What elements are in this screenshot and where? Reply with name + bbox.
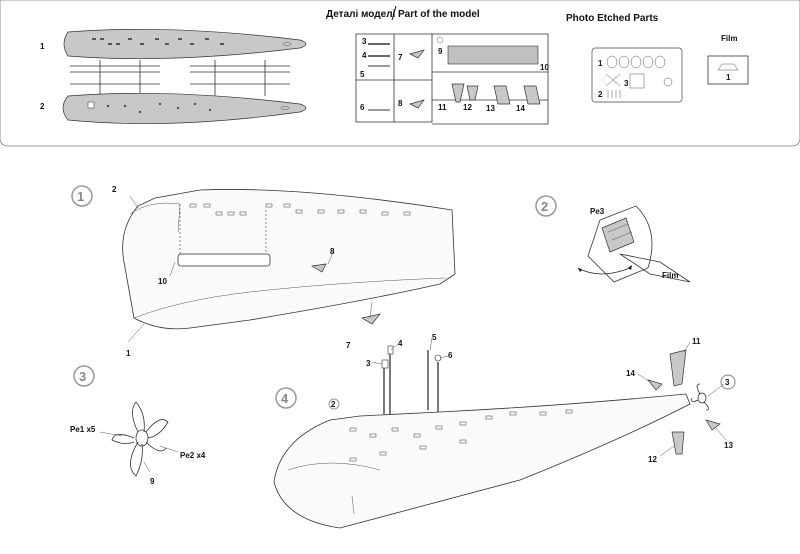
small-parts-sprue: 3 4 5 6 7 8 9 10 11 12 13 14 (355, 33, 549, 125)
sprue-label-5: 5 (360, 70, 365, 79)
step-1-label-10: 10 (158, 277, 167, 286)
sprue-label-12: 12 (463, 103, 472, 112)
step-1: 1 2 10 8 7 1 (71, 185, 456, 358)
part-11-fitting (669, 349, 687, 387)
step-4-label-5: 5 (432, 333, 437, 342)
title-ua: Деталі моделі (326, 9, 396, 20)
pe-label-3: 3 (624, 79, 629, 88)
step-4-label-12: 12 (648, 455, 657, 464)
part-8-fitting (310, 263, 327, 273)
step-2-film-label: Film (662, 271, 678, 280)
step-4-label-14: 14 (626, 369, 635, 378)
propeller-assembled (691, 383, 709, 411)
step-4-label-6: 6 (448, 351, 453, 360)
step-1-number: 1 (77, 189, 84, 204)
sprue-label-8: 8 (398, 99, 403, 108)
title-separator (391, 5, 397, 21)
step-3-pe2-label: Pe2 x4 (180, 451, 206, 460)
hull-part-1: 1 (40, 28, 307, 60)
step-2-number: 2 (541, 199, 548, 214)
pe-label-2: 2 (598, 90, 603, 99)
sprue-label-14: 14 (516, 104, 525, 113)
part-12-fitting (671, 431, 685, 455)
step-2: 2 Pe3 Film (535, 195, 691, 283)
step-4-number: 4 (281, 391, 289, 406)
step-1-label-2: 2 (112, 185, 117, 194)
part-14-fitting (647, 379, 663, 391)
film-label-1: 1 (726, 73, 731, 82)
title-en: Part of the model (398, 9, 480, 20)
step-4-label-4: 4 (398, 339, 403, 348)
part-7-fitting (361, 313, 381, 325)
svg-text:2: 2 (40, 102, 45, 111)
part-13-fitting (705, 419, 721, 431)
pe-label-1: 1 (598, 59, 603, 68)
photo-etched-fret: 1 2 3 (591, 47, 683, 103)
sprue-label-3: 3 (362, 37, 367, 46)
step-1-label-1: 1 (126, 349, 131, 358)
sprue-label-10: 10 (540, 63, 549, 72)
film-title: Film (721, 34, 737, 43)
sprue-label-11: 11 (438, 103, 447, 112)
sprue-label-9: 9 (438, 47, 443, 56)
step-4-ref-3: 3 (725, 378, 730, 387)
step-4-label-11: 11 (692, 337, 701, 346)
step-4-label-13: 13 (724, 441, 733, 450)
step-1-label-7: 7 (346, 341, 351, 350)
step-3: 3 Pe1 x5 Pe2 x4 9 (70, 365, 206, 486)
sprue-label-13: 13 (486, 104, 495, 113)
sprue-label-6: 6 (360, 103, 365, 112)
step-1-label-8: 8 (330, 247, 335, 256)
step-3-pe1-label: Pe1 x5 (70, 425, 96, 434)
step-3-part-label: 9 (150, 477, 155, 486)
svg-text:1: 1 (40, 42, 45, 51)
step-2-pe-label: Pe3 (590, 207, 605, 216)
step-4-ref-2: 2 (331, 400, 336, 409)
sprue-label-7: 7 (398, 53, 403, 62)
film-part: 1 (707, 55, 749, 85)
sprue-label-4: 4 (362, 51, 367, 60)
hull-sprue (70, 60, 290, 96)
step-4-label-3: 3 (366, 359, 371, 368)
step-3-number: 3 (79, 369, 86, 384)
step-4: 4 2 3 3 4 5 6 (273, 333, 736, 529)
hull-part-2: 2 (40, 92, 307, 124)
photo-etched-title: Photo Etched Parts (566, 13, 659, 24)
